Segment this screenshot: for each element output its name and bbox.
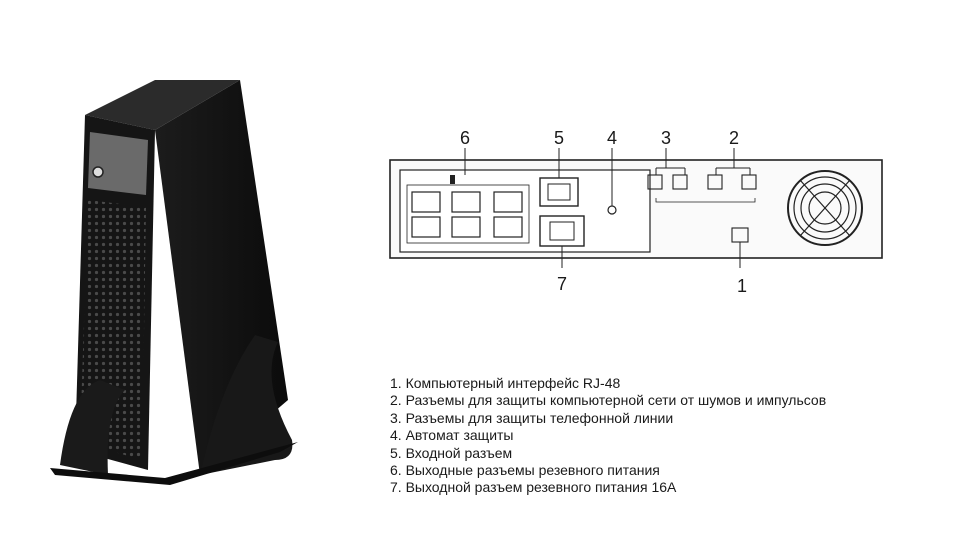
rj-jack bbox=[647, 174, 663, 190]
rj-jack bbox=[741, 174, 757, 190]
output-socket bbox=[411, 191, 441, 213]
output-socket bbox=[411, 216, 441, 238]
rj-jack bbox=[707, 174, 723, 190]
switch-icon bbox=[450, 175, 455, 184]
ups-front-display bbox=[88, 132, 148, 195]
ups-tower-image bbox=[50, 80, 298, 485]
callout-1: 1 bbox=[737, 276, 747, 296]
output-socket bbox=[493, 191, 523, 213]
ups-base-shadow bbox=[50, 442, 298, 485]
ups-top bbox=[85, 80, 240, 130]
output-socket bbox=[451, 191, 481, 213]
ups-stand-front bbox=[60, 380, 125, 475]
rj-jack bbox=[672, 174, 688, 190]
legend-item: 4. Автомат защиты bbox=[390, 427, 514, 444]
output-socket bbox=[493, 216, 523, 238]
callout-5: 5 bbox=[554, 128, 564, 148]
legend-item: 7. Выходной разъем резевного питания 16А bbox=[390, 479, 677, 496]
legend-item: 2. Разъемы для защиты компьютерной сети … bbox=[390, 392, 827, 409]
legend-item: 5. Входной разъем bbox=[390, 444, 513, 461]
rj-jacks-group bbox=[647, 174, 757, 203]
legend-item: 6. Выходные разъемы резевного питания bbox=[390, 462, 660, 479]
callout-6: 6 bbox=[460, 128, 470, 148]
legend-item: 1. Компьютерный интерфейс RJ-48 bbox=[390, 375, 621, 391]
legend-list: 1. Компьютерный интерфейс RJ-48 2. Разъе… bbox=[390, 375, 826, 497]
callout-lines bbox=[464, 148, 751, 268]
rear-panel-diagram: 6 5 4 3 2 1 7 bbox=[389, 128, 883, 296]
output-socket bbox=[451, 216, 481, 238]
power-button-icon bbox=[92, 166, 104, 178]
callout-3: 3 bbox=[661, 128, 671, 148]
ups-stand-back bbox=[200, 335, 293, 475]
callout-4: 4 bbox=[607, 128, 617, 148]
callout-7: 7 bbox=[557, 274, 567, 294]
output-sockets-group bbox=[406, 184, 530, 244]
callout-2: 2 bbox=[729, 128, 739, 148]
fan-grille-icon bbox=[787, 170, 863, 246]
legend-item: 3. Разъемы для защиты телефонной линии bbox=[390, 409, 674, 426]
